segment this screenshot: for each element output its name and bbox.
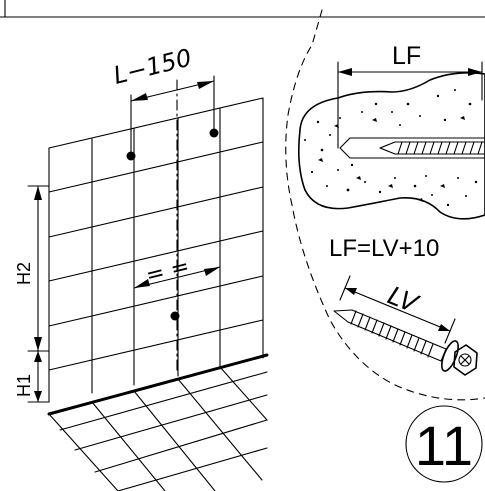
detail-boundary-dashed bbox=[285, 9, 485, 401]
dimension-label-l150: L−150 bbox=[111, 43, 195, 89]
dimension-h2 bbox=[34, 185, 42, 352]
dimension-h1 bbox=[34, 350, 42, 403]
concrete-section-icon bbox=[298, 72, 485, 220]
dimension-lf bbox=[337, 61, 483, 149]
frame-top bbox=[0, 0, 485, 18]
anchor-point-left bbox=[126, 151, 136, 161]
formula-text: LF=LV+10 bbox=[329, 235, 439, 262]
step-number-badge bbox=[405, 405, 483, 483]
dimension-lv bbox=[339, 275, 456, 344]
dimension-label-h2: H2 bbox=[14, 262, 34, 285]
dimension-l150 bbox=[130, 80, 215, 102]
dimension-label-lf: LF bbox=[392, 42, 421, 70]
dimension-label-lv: LV bbox=[384, 281, 424, 320]
step-number: 11 bbox=[415, 414, 473, 477]
anchor-point-center bbox=[170, 311, 180, 321]
floor bbox=[47, 353, 269, 491]
dimension-label-h1: H1 bbox=[14, 374, 34, 397]
equal-marks: = = bbox=[143, 254, 192, 289]
screw-icon bbox=[333, 309, 478, 376]
anchor-point-right bbox=[209, 128, 219, 138]
wall-grid bbox=[27, 97, 264, 403]
dimension-equal bbox=[133, 266, 221, 289]
